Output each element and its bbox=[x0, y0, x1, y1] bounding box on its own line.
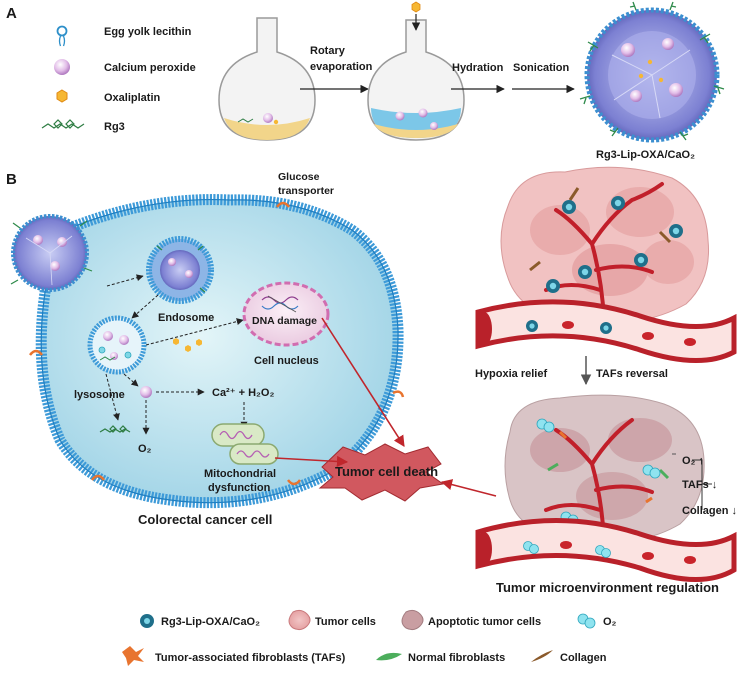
mito-line2: dysfunction bbox=[208, 482, 271, 494]
apoptotic-cell-icon bbox=[401, 609, 424, 631]
tafs-reversal-label: TAFs reversal bbox=[596, 368, 668, 380]
arrow-to-lysosome bbox=[131, 294, 159, 319]
normal-fibroblast-icon bbox=[376, 652, 402, 661]
effect-tafs: TAFs ↓ bbox=[682, 479, 717, 491]
arrow-oxa-to-nucleus bbox=[145, 318, 244, 346]
legend-o2-label: O₂ bbox=[603, 616, 617, 628]
glucose-transporter-line2: transporter bbox=[278, 185, 334, 197]
effect-collagen: Collagen ↓ bbox=[682, 505, 737, 517]
mito-line1: Mitochondrial bbox=[204, 468, 276, 480]
tumor-cell-icon bbox=[288, 609, 311, 631]
legend-oxaliplatin-label: Oxaliplatin bbox=[104, 92, 161, 104]
cao2-particle bbox=[140, 386, 152, 398]
panel-a-letter: A bbox=[6, 5, 17, 22]
step2-label: Hydration bbox=[452, 62, 504, 74]
arrow-dna-to-death bbox=[321, 317, 405, 447]
arrow-mito-to-death bbox=[274, 455, 349, 468]
panel-b-letter: B bbox=[6, 171, 17, 188]
arrow-to-cao2 bbox=[123, 373, 139, 387]
endosome bbox=[146, 236, 214, 304]
tumor-tissue-after bbox=[504, 394, 705, 544]
rg3-icon bbox=[41, 119, 85, 129]
legend-normal-fibroblast-label: Normal fibroblasts bbox=[408, 652, 505, 664]
flask-1 bbox=[218, 17, 316, 141]
oxaliplatin-icon bbox=[56, 89, 68, 103]
oxygen-icon bbox=[577, 613, 596, 629]
released-rg3 bbox=[99, 425, 131, 433]
hypoxia-relief-label: Hypoxia relief bbox=[475, 368, 547, 380]
tumor-death-label: Tumor cell death bbox=[335, 464, 438, 479]
flask-2 bbox=[367, 1, 465, 141]
step3-label: Sonication bbox=[513, 62, 570, 74]
ca-h2o2-label: Ca²⁺ + H₂O₂ bbox=[212, 387, 274, 399]
legend-apoptotic-label: Apoptotic tumor cells bbox=[428, 616, 541, 628]
nanoparticle-icon bbox=[140, 614, 154, 628]
lecithin-icon bbox=[56, 25, 68, 47]
lysosome bbox=[87, 315, 147, 375]
dna-damage-label: DNA damage bbox=[252, 315, 317, 327]
legend-collagen-label: Collagen bbox=[560, 652, 607, 664]
released-oxaliplatin bbox=[173, 338, 202, 352]
legend-caO2-label: Calcium peroxide bbox=[104, 62, 196, 74]
legend-nanoparticle-label: Rg3-Lip-OXA/CaO₂ bbox=[161, 616, 260, 628]
legend-lecithin-label: Egg yolk lecithin bbox=[104, 26, 192, 38]
effect-o2: O₂ ↑ bbox=[682, 455, 704, 467]
calcium-peroxide-icon bbox=[54, 59, 70, 75]
lysosome-label: lysosome bbox=[74, 389, 125, 401]
cell-nucleus-label: Cell nucleus bbox=[254, 355, 319, 367]
effects-bracket bbox=[692, 459, 712, 510]
arrow-tme-to-death bbox=[440, 479, 497, 497]
taf-icon bbox=[122, 646, 144, 666]
cell-caption: Colorectal cancer cell bbox=[138, 512, 272, 527]
legend-tumor-cell-label: Tumor cells bbox=[315, 616, 376, 628]
product-nanoparticle bbox=[579, 1, 725, 143]
mitochondria bbox=[211, 423, 279, 465]
legend-rg3-label: Rg3 bbox=[104, 121, 125, 133]
arrow-to-endosome bbox=[106, 274, 144, 287]
legend-taf-label: Tumor-associated fibroblasts (TAFs) bbox=[155, 652, 346, 664]
endosome-label: Endosome bbox=[158, 312, 214, 324]
cell-nucleus bbox=[242, 281, 330, 347]
glucose-transporter-line1: Glucose bbox=[278, 171, 320, 183]
blood-vessel-after bbox=[475, 517, 737, 583]
tme-caption: Tumor microenvironment regulation bbox=[496, 580, 719, 595]
incoming-nanoparticle bbox=[10, 214, 93, 292]
blood-vessel-before bbox=[475, 299, 737, 363]
step1-line1: Rotary bbox=[310, 45, 346, 57]
collagen-icon bbox=[531, 650, 553, 662]
product-label: Rg3-Lip-OXA/CaO₂ bbox=[596, 149, 695, 161]
o2-label: O₂ bbox=[138, 443, 152, 455]
step1-line2: evaporation bbox=[310, 61, 373, 73]
tumor-tissue-before bbox=[500, 166, 710, 325]
arrow-rg3-release bbox=[105, 373, 120, 421]
